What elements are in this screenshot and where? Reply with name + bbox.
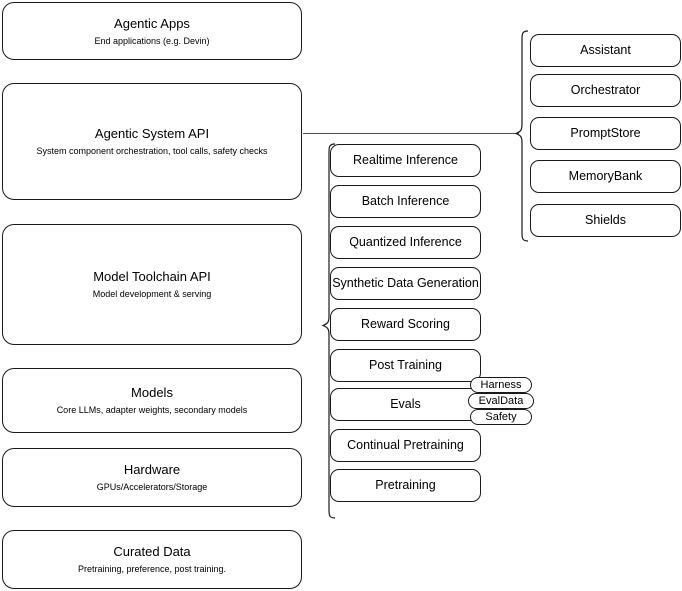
layer-title: Model Toolchain API xyxy=(93,269,211,284)
layer-subtitle: End applications (e.g. Devin) xyxy=(94,35,210,46)
component-label: MemoryBank xyxy=(568,169,643,183)
layer-box-agentic-system-api[interactable]: Agentic System API System component orch… xyxy=(2,83,302,200)
eval-badge-harness[interactable]: Harness xyxy=(470,377,532,393)
component-box-memorybank[interactable]: MemoryBank xyxy=(530,160,681,193)
layer-subtitle: Model development & serving xyxy=(92,289,212,299)
layer-title: Agentic System API xyxy=(94,126,210,141)
component-box-promptstore[interactable]: PromptStore xyxy=(530,117,681,150)
capability-label: Continual Pretraining xyxy=(347,438,464,452)
layer-subtitle: Pretraining, preference, post training. xyxy=(77,564,227,574)
capability-box-reward-scoring[interactable]: Reward Scoring xyxy=(330,308,481,341)
capability-box-quantized-inference[interactable]: Quantized Inference xyxy=(330,226,481,259)
capability-label: Pretraining xyxy=(375,478,436,492)
eval-badge-evaldata[interactable]: EvalData xyxy=(468,393,534,409)
component-box-orchestrator[interactable]: Orchestrator xyxy=(530,74,681,107)
capability-box-evals[interactable]: Evals xyxy=(330,388,481,421)
capability-box-synthetic-data-generation[interactable]: Synthetic Data Generation xyxy=(330,267,481,300)
component-box-shields[interactable]: Shields xyxy=(530,204,681,237)
capability-box-pretraining[interactable]: Pretraining xyxy=(330,469,481,502)
component-label: PromptStore xyxy=(570,126,641,140)
capability-label: Quantized Inference xyxy=(349,235,462,249)
layer-box-agentic-apps[interactable]: Agentic Apps End applications (e.g. Devi… xyxy=(2,2,302,60)
capability-box-realtime-inference[interactable]: Realtime Inference xyxy=(330,144,481,177)
capability-label: Synthetic Data Generation xyxy=(332,276,479,290)
capability-box-batch-inference[interactable]: Batch Inference xyxy=(330,185,481,218)
layer-subtitle: GPUs/Accelerators/Storage xyxy=(96,482,208,492)
layer-box-model-toolchain-api[interactable]: Model Toolchain API Model development & … xyxy=(2,224,302,345)
layer-title: Hardware xyxy=(123,462,181,477)
component-label: Orchestrator xyxy=(570,83,641,97)
layer-title: Curated Data xyxy=(113,544,191,559)
component-label: Shields xyxy=(585,213,626,227)
capability-box-continual-pretraining[interactable]: Continual Pretraining xyxy=(330,429,481,462)
capability-label: Reward Scoring xyxy=(361,317,450,331)
layer-box-models[interactable]: Models Core LLMs, adapter weights, secon… xyxy=(2,368,302,433)
capability-label: Realtime Inference xyxy=(353,153,458,167)
capability-label: Evals xyxy=(390,397,421,411)
layer-box-curated-data[interactable]: Curated Data Pretraining, preference, po… xyxy=(2,530,302,589)
layer-box-hardware[interactable]: Hardware GPUs/Accelerators/Storage xyxy=(2,448,302,507)
eval-badge-safety[interactable]: Safety xyxy=(470,409,532,425)
capability-label: Post Training xyxy=(369,358,442,372)
capability-label: Batch Inference xyxy=(361,194,450,208)
brace-system-components xyxy=(514,30,529,242)
layer-subtitle: Core LLMs, adapter weights, secondary mo… xyxy=(56,405,248,415)
component-box-assistant[interactable]: Assistant xyxy=(530,34,681,67)
layer-title: Models xyxy=(131,385,173,400)
layer-subtitle: System component orchestration, tool cal… xyxy=(36,146,268,156)
capability-box-post-training[interactable]: Post Training xyxy=(330,349,481,382)
component-label: Assistant xyxy=(580,43,631,57)
layer-title: Agentic Apps xyxy=(114,15,190,31)
